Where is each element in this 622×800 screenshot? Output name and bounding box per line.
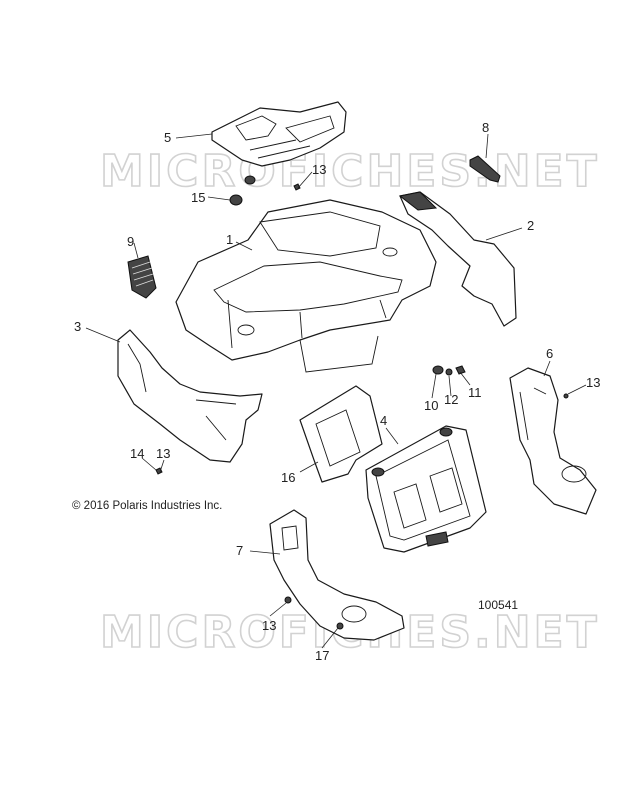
callout-13-bottom: 13	[262, 618, 276, 633]
callout-9: 9	[127, 234, 134, 249]
part-3-side-panel	[117, 329, 263, 463]
part-15-nut	[229, 194, 243, 206]
callout-12: 12	[444, 392, 458, 407]
part-7-post-cover	[269, 509, 405, 641]
callout-13-right: 13	[586, 375, 600, 390]
callout-13-left: 13	[156, 446, 170, 461]
callout-6: 6	[546, 346, 553, 361]
drawing-number: 100541	[478, 598, 519, 612]
callout-11: 11	[468, 385, 482, 400]
callout-13-top: 13	[312, 162, 326, 177]
part-6-post-cover	[509, 367, 597, 515]
callout-14: 14	[130, 446, 144, 461]
part-16-liner	[299, 385, 383, 483]
part-17-clip	[336, 622, 344, 630]
part-11-screw	[455, 365, 466, 375]
part-13-pin-bottom	[284, 596, 292, 604]
copyright-text: © 2016 Polaris Industries Inc.	[72, 500, 223, 512]
callout-16: 16	[281, 470, 295, 485]
part-12-washer	[445, 368, 453, 376]
part-10-nut	[432, 365, 444, 375]
callout-3: 3	[74, 319, 81, 334]
leader-lines	[85, 133, 587, 649]
part-4-bin	[365, 425, 487, 553]
part-1-box	[175, 199, 437, 373]
callout-7: 7	[236, 543, 243, 558]
callout-8: 8	[482, 120, 489, 135]
callout-15: 15	[191, 190, 205, 205]
part-13-pin-right	[563, 393, 569, 399]
callout-1: 1	[226, 232, 233, 247]
part-nut-small	[244, 175, 256, 185]
callout-2: 2	[527, 218, 534, 233]
watermark-top: MICROFICHES.NET	[100, 146, 600, 197]
part-9-vent	[127, 255, 157, 299]
callout-5: 5	[164, 130, 171, 145]
callout-17: 17	[315, 648, 329, 663]
part-2-side-panel	[398, 191, 517, 327]
callout-labels: 5 8 13 15 1 2 9 3 4 6 13 10 12 11 16 14 …	[74, 120, 600, 663]
callout-10: 10	[424, 398, 438, 413]
part-5-tray	[211, 101, 347, 167]
part-8-trim	[469, 155, 501, 183]
part-13-pin-top	[293, 183, 301, 191]
callout-4: 4	[380, 413, 387, 428]
